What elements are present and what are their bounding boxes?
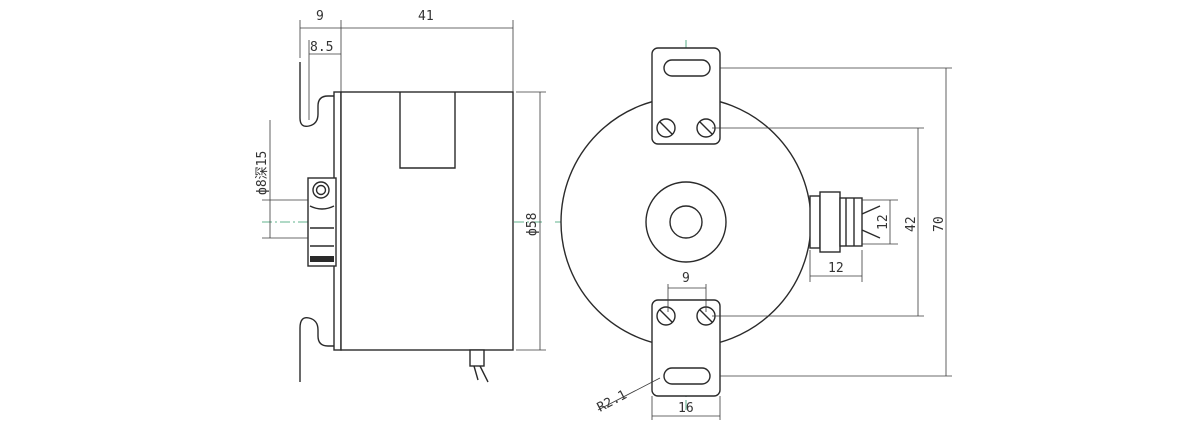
dim-label-12-vertical: 12 [876,214,891,230]
gland-cap [839,197,863,247]
dim-label-8-5: 8.5 [310,40,333,55]
dim-label-41: 41 [418,9,434,24]
bottom-bracket [651,299,721,397]
top-screw-left [656,118,676,138]
dim-label-16: 16 [678,401,694,416]
shaft-bore-circle [669,205,703,239]
dim-label-70: 70 [932,216,947,232]
dim-label-bore: ф8深15 [255,151,270,195]
dim-label-9-front: 9 [682,271,690,286]
label-window [399,92,456,169]
top-bracket [651,47,721,145]
spring-clip-top [299,62,336,128]
side-cable-gland [469,349,485,367]
set-screw-outer [312,181,330,199]
side-cable [473,365,489,383]
dim-label-12-horizontal: 12 [828,261,844,276]
front-view: 9 12 12 42 70 16 R2.1 [555,40,952,420]
bottom-slot [663,367,711,385]
dim-label-9: 9 [316,9,324,24]
encoder-body [340,91,514,351]
gland-nut [819,191,841,253]
hub-circle [645,181,727,263]
set-screw-inner [315,184,327,196]
gland-base [809,195,821,249]
cable-stub [861,205,881,239]
collar-base [310,256,334,262]
spring-clip-bottom [299,317,336,382]
top-slot [663,59,711,77]
dim-label-42: 42 [904,216,919,232]
shaft-collar [307,177,337,267]
dim-label-r2-1: R2.1 [595,388,630,416]
dim-leader-r2-1 [597,377,661,411]
side-view: 9 8.5 41 ф8深15 ф58 [255,9,546,383]
collar-detail [309,205,335,247]
bottom-screw-left [656,306,676,326]
dim-label-58: ф58 [525,213,540,236]
